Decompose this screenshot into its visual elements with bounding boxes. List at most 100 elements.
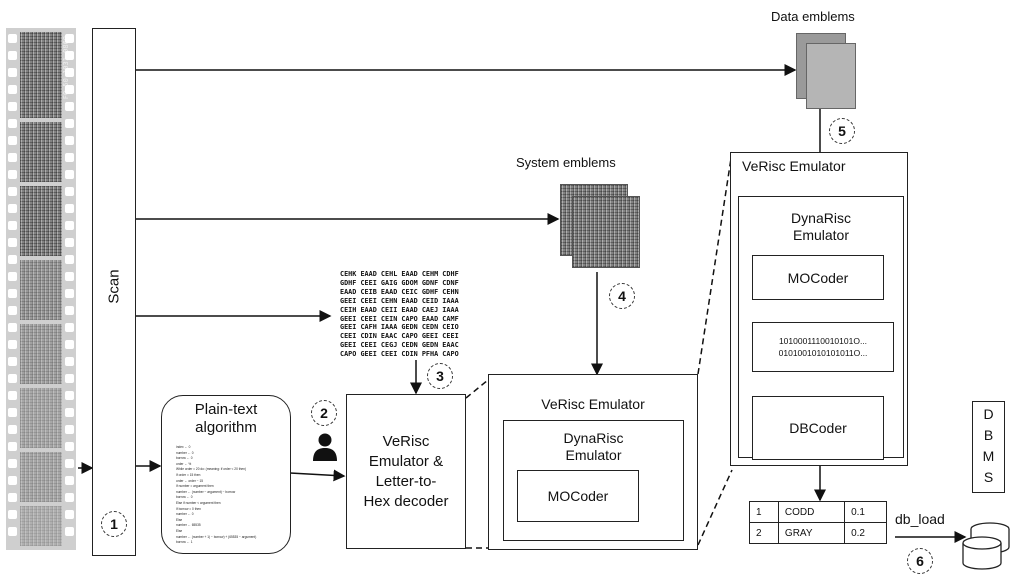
zoom-line-top-big xyxy=(697,151,733,375)
decoder-box: VeRisc Emulator & Letter-to- Hex decoder xyxy=(346,394,466,549)
sprocket-hole xyxy=(65,476,74,485)
film-frame xyxy=(20,324,62,384)
letter-code-line: GDHF CEEI GAIG GDOM GDNF CDNF xyxy=(340,278,459,287)
emulator-big-dbcoder: DBCoder xyxy=(752,396,884,460)
code-line: order ← % xyxy=(176,461,192,466)
letter-code-line: GEEI CEEI CEGJ CEDN GEDN EAAC xyxy=(340,341,459,350)
sprocket-hole xyxy=(65,204,74,213)
sprocket-hole xyxy=(65,272,74,281)
emulator-small-outer-label: VeRisc Emulator xyxy=(541,396,645,412)
emulator-small-inner-label: DynaRisc Emulator xyxy=(563,430,624,463)
sprocket-hole xyxy=(8,204,17,213)
letter-code-line: CEEI CDIN EAAC CAPO GEEI CEEI xyxy=(340,332,459,341)
table-cell: 1 xyxy=(749,501,779,523)
letter-code-line: CEHK EAAD CEHL EAAD CEHM CDHF xyxy=(340,270,459,278)
system-emblem-front xyxy=(572,196,640,268)
code-line: number ← (number − argument) − borrow xyxy=(176,489,236,494)
sprocket-hole xyxy=(8,425,17,434)
code-line: If borrow = 0 then xyxy=(176,506,201,511)
table-cell: CODD xyxy=(777,501,846,523)
sprocket-hole xyxy=(65,119,74,128)
zoom-line-top-small xyxy=(465,379,489,399)
letter-code-line: CAPO GEEI CEEI CDIN PFHA CAPO xyxy=(340,350,459,359)
sprocket-hole xyxy=(8,442,17,451)
sprocket-hole xyxy=(65,221,74,230)
step-6-badge: 6 xyxy=(907,548,933,574)
sprocket-hole xyxy=(8,408,17,417)
scan-box xyxy=(92,28,136,556)
scan-label: Scan xyxy=(105,269,123,304)
film-frame xyxy=(20,452,62,502)
dbms-letter: S xyxy=(983,469,994,485)
sprocket-hole xyxy=(8,476,17,485)
step-1-badge: 1 xyxy=(101,511,127,537)
code-line: index ← 0 xyxy=(176,445,191,449)
code-line: borrow ← 0 xyxy=(176,456,193,461)
code-line: number ← 0 xyxy=(176,450,194,455)
code-line: order ← order − 15 xyxy=(176,478,204,483)
sprocket-hole xyxy=(8,391,17,400)
plaintext-title: Plain-text algorithm xyxy=(194,401,258,436)
code-line: borrow ← 1 xyxy=(176,540,193,545)
sprocket-hole xyxy=(65,238,74,247)
emulator-small-mocoder: MOCoder xyxy=(517,470,639,522)
sprocket-hole xyxy=(65,102,74,111)
sprocket-hole xyxy=(65,323,74,332)
code-line: number ← 0 xyxy=(176,512,194,517)
sprocket-hole xyxy=(8,527,17,536)
data-emblems-label: Data emblems xyxy=(771,9,855,24)
sprocket-hole xyxy=(8,306,17,315)
film-frame xyxy=(20,260,62,320)
sprocket-hole xyxy=(65,136,74,145)
emulator-big-inner-label: DynaRisc Emulator xyxy=(791,210,851,243)
database-icon xyxy=(962,522,1010,570)
table-cell: 2 xyxy=(749,522,779,544)
sprocket-hole xyxy=(8,221,17,230)
film-frame xyxy=(20,122,62,182)
sprocket-hole xyxy=(8,119,17,128)
dbms-letter: D xyxy=(983,406,994,422)
sprocket-hole xyxy=(65,51,74,60)
table-cell: 0.1 xyxy=(844,501,887,523)
dbms-letter: M xyxy=(982,448,995,464)
code-line: Else xyxy=(176,517,183,522)
sprocket-hole xyxy=(65,255,74,264)
person-icon xyxy=(313,433,337,461)
letter-code-line: GEEI CAFH IAAA GEDN CEDN CEIO xyxy=(340,323,459,332)
step-3-badge: 3 xyxy=(427,363,453,389)
sprocket-hole xyxy=(8,51,17,60)
sprocket-hole xyxy=(65,357,74,366)
sprocket-hole xyxy=(8,68,17,77)
sprocket-hole xyxy=(65,85,74,94)
sprocket-hole xyxy=(65,153,74,162)
letter-code-line: EAAD CEIB EAAD CEIC GDHF CEHN xyxy=(340,287,459,296)
sprocket-hole xyxy=(8,238,17,247)
sprocket-hole xyxy=(8,357,17,366)
arrow-plaintext-to-decoder xyxy=(289,469,346,482)
sprocket-hole xyxy=(8,289,17,298)
code-line: Else if number < argument then xyxy=(176,500,221,505)
table-cell: 0.2 xyxy=(844,522,887,544)
sprocket-hole xyxy=(65,510,74,519)
sprocket-hole xyxy=(65,442,74,451)
sprocket-hole xyxy=(8,170,17,179)
microfilm-strip: FO 50 1031 9860 xyxy=(6,28,76,550)
sprocket-hole xyxy=(8,340,17,349)
code-line: number ← (number + 1) − borrow) + (65535… xyxy=(176,534,257,539)
emulator-big-mocoder: MOCoder xyxy=(752,255,884,300)
sprocket-hole xyxy=(8,255,17,264)
sprocket-hole xyxy=(65,408,74,417)
sprocket-hole xyxy=(65,425,74,434)
sprocket-hole xyxy=(65,340,74,349)
sprocket-hole xyxy=(65,289,74,298)
emulator-big-outer-label: VeRisc Emulator xyxy=(742,158,846,174)
code-line: If number = argument then xyxy=(176,484,214,489)
sprocket-hole xyxy=(8,153,17,162)
sprocket-hole xyxy=(8,34,17,43)
